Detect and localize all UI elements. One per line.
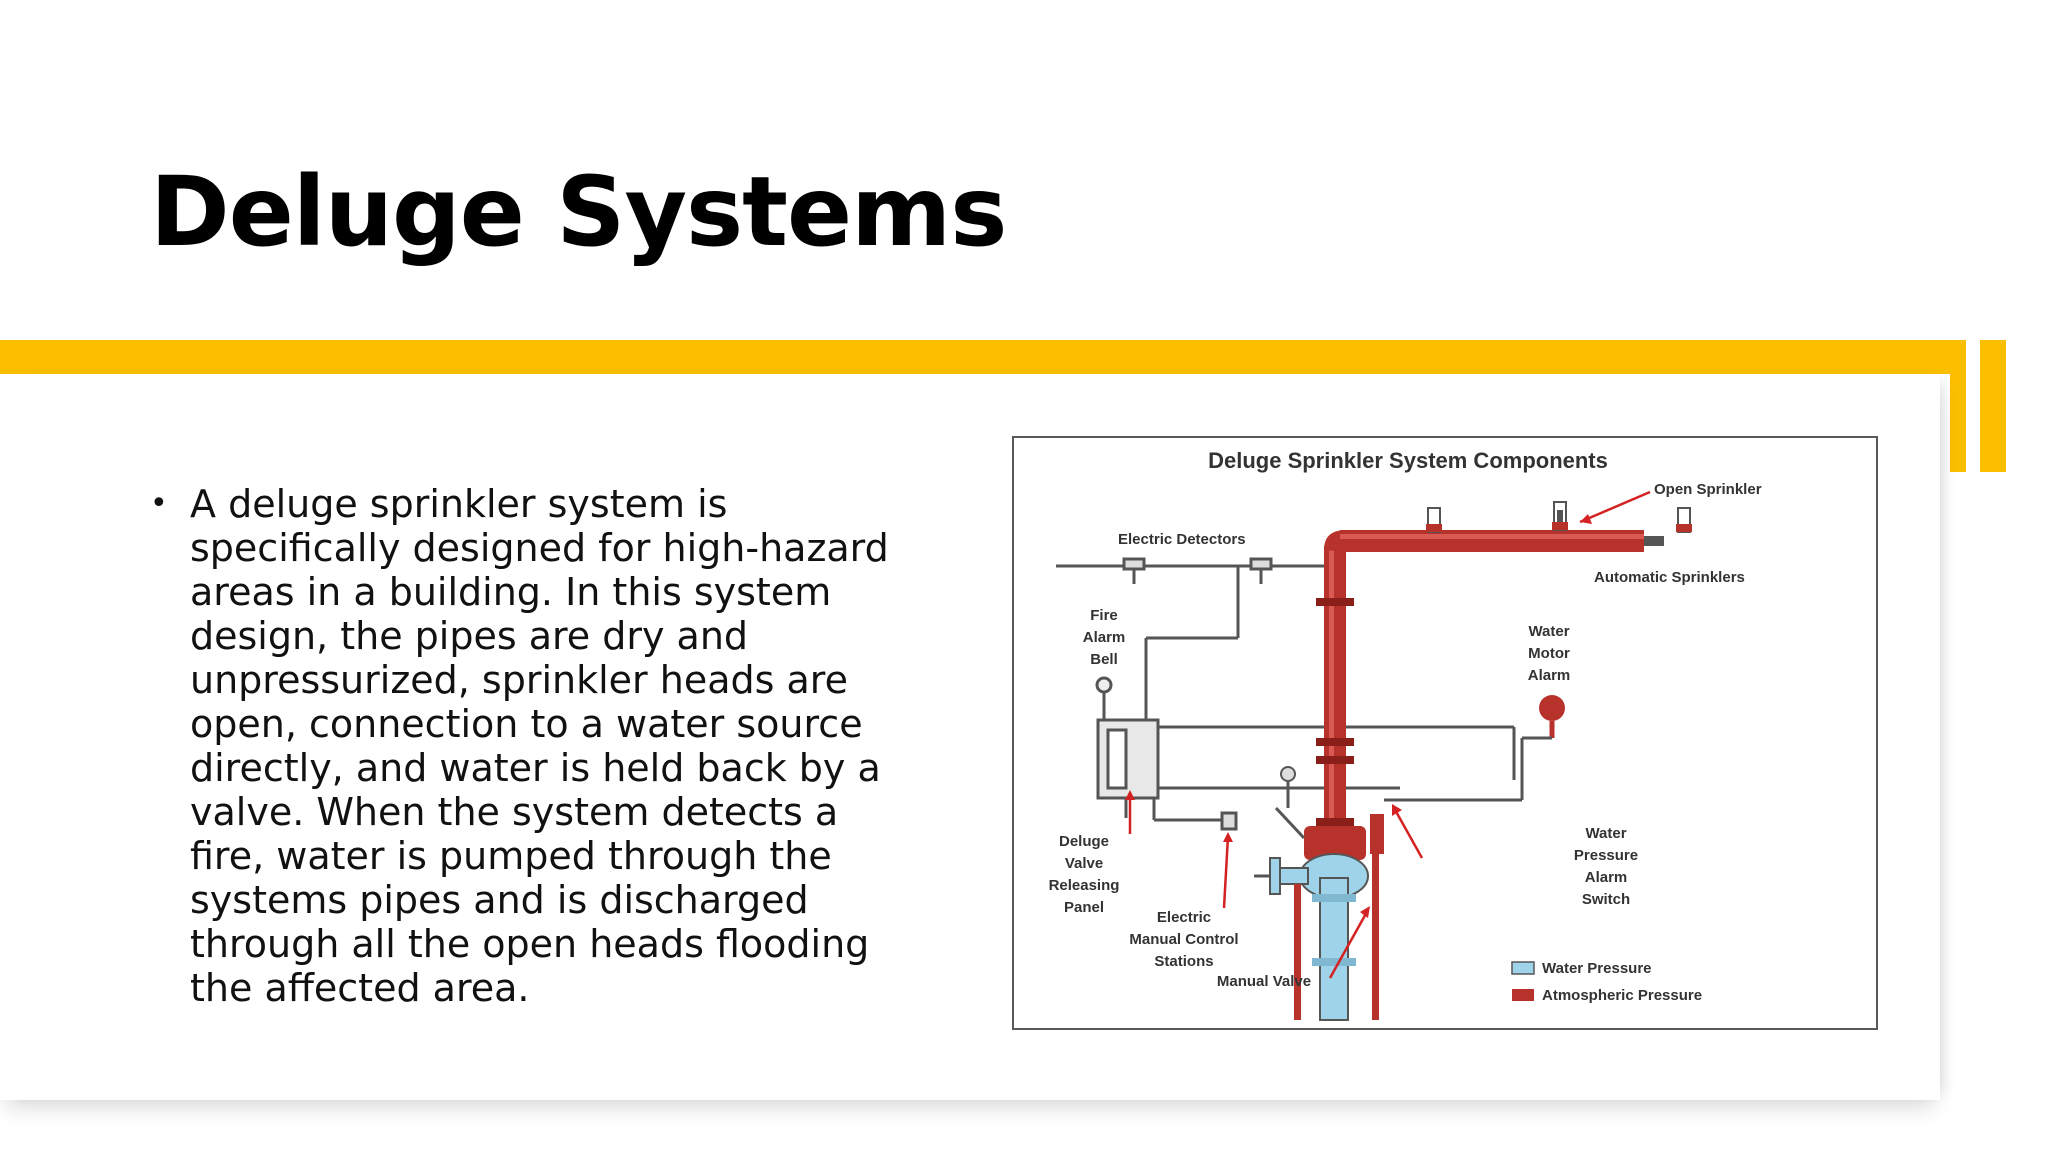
label-electric-manual-control: Electric Manual Control Stations [1129, 909, 1238, 970]
slide-title: Deluge Systems [150, 156, 1007, 268]
svg-text:Water: Water [1585, 825, 1626, 842]
legend-atmospheric-pressure: Atmospheric Pressure [1542, 987, 1702, 1004]
svg-text:Alarm: Alarm [1585, 869, 1628, 886]
svg-text:Switch: Switch [1582, 891, 1630, 908]
svg-text:Bell: Bell [1090, 651, 1118, 668]
callout-arrows [1125, 490, 1651, 979]
bullet-list: • A deluge sprinkler system is specifica… [150, 482, 890, 1010]
diagram-title: Deluge Sprinkler System Components [1208, 448, 1608, 473]
label-releasing-panel: Deluge Valve Releasing Panel [1049, 833, 1120, 916]
svg-text:Water: Water [1528, 623, 1569, 640]
label-automatic-sprinklers: Automatic Sprinklers [1594, 569, 1745, 586]
bullet-item: • A deluge sprinkler system is specifica… [150, 482, 890, 1010]
diagram-legend: Water Pressure Atmospheric Pressure [1511, 960, 1702, 1004]
accent-stub [1980, 340, 2006, 472]
svg-text:Manual Control: Manual Control [1129, 931, 1238, 948]
label-water-motor-alarm: Water Motor Alarm [1528, 623, 1571, 684]
fire-alarm-bell [1095, 676, 1113, 720]
bullet-marker: • [150, 486, 168, 521]
legend-water-pressure: Water Pressure [1542, 960, 1652, 977]
deluge-diagram: Deluge Sprinkler System Components [1012, 436, 1878, 1030]
legend-swatch-atmospheric [1512, 989, 1534, 1001]
sprinkler-piping [1274, 501, 1692, 860]
bullet-text: A deluge sprinkler system is specificall… [190, 482, 889, 1010]
svg-text:Releasing: Releasing [1049, 877, 1120, 894]
svg-text:Fire: Fire [1090, 607, 1118, 624]
releasing-panel [1096, 718, 1516, 831]
label-fire-alarm-bell: Fire Alarm Bell [1083, 607, 1126, 668]
svg-text:Alarm: Alarm [1083, 629, 1126, 646]
legend-swatch-water [1511, 961, 1535, 975]
accent-stub [1950, 340, 1966, 472]
svg-text:Valve: Valve [1065, 855, 1103, 872]
svg-text:Alarm: Alarm [1528, 667, 1571, 684]
svg-text:Motor: Motor [1528, 645, 1570, 662]
svg-text:Pressure: Pressure [1574, 847, 1638, 864]
svg-text:Stations: Stations [1154, 953, 1213, 970]
label-manual-valve: Manual Valve [1217, 973, 1311, 990]
svg-text:Electric: Electric [1157, 909, 1211, 926]
label-electric-detectors: Electric Detectors [1118, 531, 1246, 548]
deluge-diagram-svg: Deluge Sprinkler System Components [1049, 448, 1762, 1021]
label-open-sprinkler: Open Sprinkler [1654, 481, 1762, 498]
accent-bar [0, 340, 1950, 374]
svg-text:Deluge: Deluge [1059, 833, 1109, 850]
label-pressure-alarm-switch: Water Pressure Alarm Switch [1574, 825, 1638, 908]
water-supply [1254, 853, 1379, 1021]
svg-text:Panel: Panel [1064, 899, 1104, 916]
electric-detectors [1056, 557, 1344, 720]
